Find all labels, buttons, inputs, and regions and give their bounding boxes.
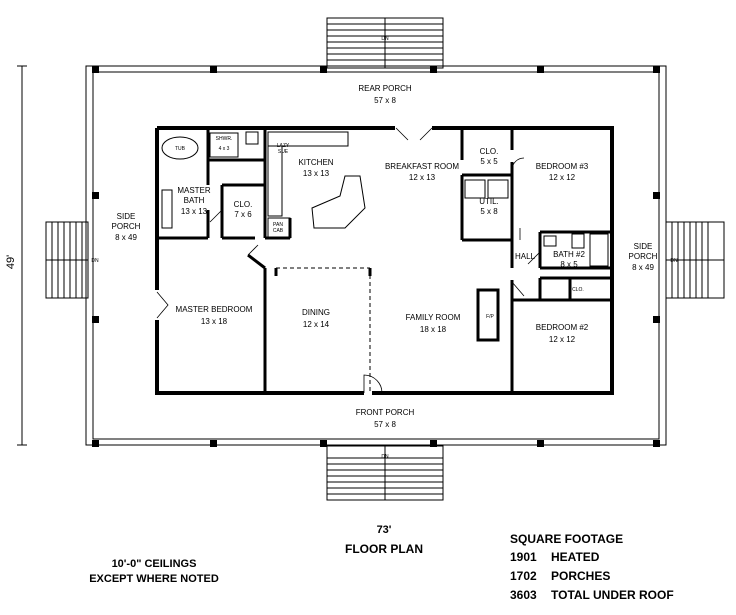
exterior-walls	[155, 126, 614, 395]
dining-size: 12 x 14	[303, 320, 330, 329]
sf-row-porches-value: 1702	[510, 569, 537, 583]
master-bedroom-size: 13 x 18	[201, 317, 228, 326]
porch-columns	[92, 66, 660, 447]
master-bath-size: 13 x 13	[181, 207, 208, 216]
shower-label: SHWR.	[216, 136, 233, 142]
left-stairs	[45, 221, 89, 299]
bedroom3-size: 12 x 12	[549, 173, 576, 182]
master-bath-name: MASTER	[177, 186, 211, 195]
tub-label: TUB	[175, 146, 186, 152]
kitchen-name: KITCHEN	[298, 158, 333, 167]
pan-cab-label2: CAB	[273, 228, 284, 234]
rear-stairs-dn-label: DN	[381, 36, 389, 42]
bedroom2-size: 12 x 12	[549, 335, 576, 344]
floor-plan-title: FLOOR PLAN	[345, 542, 423, 556]
side-porch-right-name2: PORCH	[629, 252, 658, 261]
sf-row-total-value: 3603	[510, 588, 537, 602]
master-closet-name: CLO.	[234, 200, 253, 209]
util-name: UTIL.	[479, 197, 499, 206]
master-bedroom-name: MASTER BEDROOM	[176, 305, 253, 314]
fireplace-label: F/P	[486, 314, 494, 320]
sf-row-heated-value: 1901	[510, 550, 537, 564]
rear-porch-size: 57 x 8	[374, 96, 396, 105]
width-dimension: 73'	[377, 524, 392, 536]
dining-opening	[274, 267, 372, 393]
depth-dimension-line	[17, 65, 27, 446]
kitchen-island	[311, 175, 366, 229]
front-porch-name: FRONT PORCH	[356, 408, 415, 417]
lazy-sue-label: LAZY	[277, 143, 290, 149]
sf-row-porches-label: PORCHES	[551, 569, 610, 583]
side-porch-right-size: 8 x 49	[632, 263, 654, 272]
side-porch-left-name2: PORCH	[112, 222, 141, 231]
pan-cab-label: PAN	[273, 222, 283, 228]
right-stairs	[665, 221, 725, 299]
sf-row-total-label: TOTAL UNDER ROOF	[551, 588, 674, 602]
front-stairs-dn-label: DN	[381, 454, 389, 460]
front-porch-size: 57 x 8	[374, 420, 396, 429]
closet-5x5-size: 5 x 5	[480, 157, 498, 166]
depth-dimension: 49'	[5, 255, 17, 269]
bedroom2-closet-label: CLO.	[572, 287, 584, 293]
right-stairs-dn-label: DN	[670, 258, 678, 264]
rear-porch-name: REAR PORCH	[358, 84, 412, 93]
util-size: 5 x 8	[480, 207, 498, 216]
kitchen-counters	[267, 131, 349, 239]
closet-5x5-name: CLO.	[480, 147, 499, 156]
left-stairs-dn-label: DN	[91, 258, 99, 264]
bedroom3-name: BEDROOM #3	[536, 162, 589, 171]
bath2-size: 8 x 5	[560, 260, 578, 269]
family-room-size: 18 x 18	[420, 325, 447, 334]
bedroom2-name: BEDROOM #2	[536, 323, 589, 332]
side-porch-left-size: 8 x 49	[115, 233, 137, 242]
ceiling-note-2: EXCEPT WHERE NOTED	[89, 573, 219, 585]
rear-stairs	[326, 17, 444, 69]
front-stairs	[326, 445, 444, 501]
dining-name: DINING	[302, 308, 330, 317]
bath2-name: BATH #2	[553, 250, 585, 259]
shower-size-label: 4 x 3	[219, 146, 230, 152]
hall-label: HALL	[515, 252, 536, 261]
lazy-sue-label2: SUE	[278, 149, 289, 155]
family-room-name: FAMILY ROOM	[406, 313, 461, 322]
bath-fixtures	[161, 131, 609, 267]
side-porch-left-name: SIDE	[117, 212, 136, 221]
door-swings	[156, 127, 541, 394]
kitchen-size: 13 x 13	[303, 169, 330, 178]
breakfast-name: BREAKFAST ROOM	[385, 162, 459, 171]
ceiling-note-1: 10'-0" CEILINGS	[112, 558, 197, 570]
side-porch-right-name: SIDE	[634, 242, 653, 251]
master-bath-name2: BATH	[184, 196, 205, 205]
breakfast-size: 12 x 13	[409, 173, 436, 182]
square-footage-heading: SQUARE FOOTAGE	[510, 532, 623, 546]
sf-row-heated-label: HEATED	[551, 550, 600, 564]
master-closet-size: 7 x 6	[234, 210, 252, 219]
